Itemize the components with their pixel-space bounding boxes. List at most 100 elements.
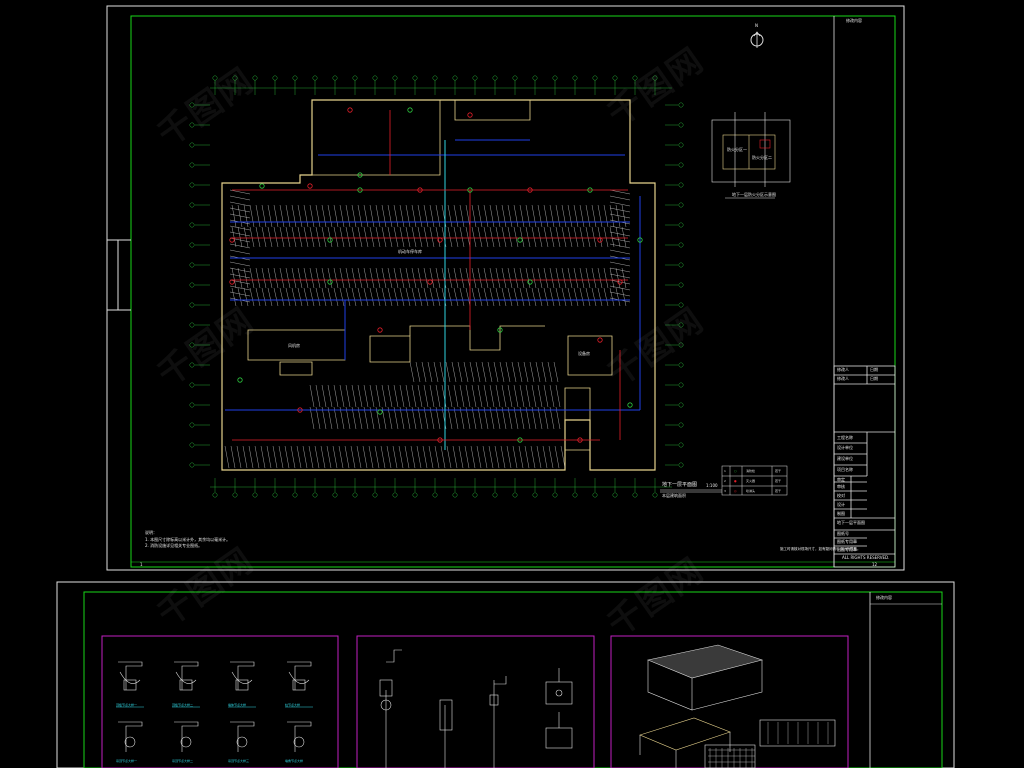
parking-stall-line <box>284 445 290 469</box>
parking-stall-line <box>393 406 399 430</box>
parking-stall-line <box>386 445 392 469</box>
parking-stall-line <box>249 287 255 307</box>
parking-stall-line <box>471 267 477 289</box>
sheet1-frame <box>106 5 905 571</box>
parking-stall-line <box>591 287 597 307</box>
parking-stall-line <box>609 287 615 307</box>
axis-bubble <box>552 492 558 498</box>
detail-sketch <box>175 671 197 684</box>
parking-stall-line <box>585 287 591 307</box>
axis-bubble <box>472 492 478 498</box>
axis-bubble <box>332 75 338 81</box>
drawing-no: 图纸号 <box>837 531 849 536</box>
parking-stall-line <box>505 361 511 383</box>
parking-stall-line <box>451 361 457 383</box>
axis-bubble <box>189 262 195 268</box>
panel-caption-4: 柱节点大样 <box>285 703 301 707</box>
parking-stall-line <box>489 406 495 430</box>
parking-stall-line <box>357 384 363 408</box>
parking-stall-line <box>422 445 428 469</box>
parking-stall-line <box>309 267 315 289</box>
parking-stall-line <box>393 267 399 289</box>
parking-stall-line <box>609 291 631 297</box>
parking-stall-line <box>445 361 451 383</box>
axis-bubble <box>512 492 518 498</box>
hydrant-marker <box>427 279 433 285</box>
axis-bubble <box>372 75 378 81</box>
parking-stall-line <box>435 204 441 228</box>
axis-bubble <box>189 422 195 428</box>
parking-stall-line <box>531 226 537 248</box>
parking-stall-line <box>459 384 465 408</box>
parking-stall-line <box>471 384 477 408</box>
parking-stall-line <box>597 226 603 248</box>
parking-stall-line <box>537 226 543 248</box>
drawing-name: 地下一层平面图 <box>837 520 865 525</box>
title-row-3: 项目名称 <box>837 467 853 472</box>
axis-bubble <box>189 142 195 148</box>
axis-bubble <box>392 492 398 498</box>
parking-stall-line <box>525 287 531 307</box>
detail-sketch <box>235 679 249 691</box>
parking-stall-line <box>429 226 435 248</box>
parking-stall-line <box>525 406 531 430</box>
role-2: 审核 <box>837 484 845 489</box>
parking-stall-line <box>261 287 267 307</box>
parking-stall-line <box>501 406 507 430</box>
detail-sketch <box>230 661 255 690</box>
parking-stall-line <box>369 267 375 289</box>
parking-stall-line <box>296 445 302 469</box>
parking-stall-line <box>465 267 471 289</box>
parking-stall-line <box>302 445 308 469</box>
parking-stall-line <box>363 406 369 430</box>
parking-stall-line <box>477 287 483 307</box>
parking-stall-line <box>609 279 631 285</box>
inset-diagram <box>711 112 791 199</box>
parking-stall-line <box>597 287 603 307</box>
parking-stall-line <box>273 287 279 307</box>
parking-stall-line <box>338 445 344 469</box>
parking-stall-line <box>531 204 537 228</box>
blue-pipes <box>225 139 641 411</box>
hydrant-marker <box>417 187 423 193</box>
parking-stall-line <box>344 445 350 469</box>
parking-stall-line <box>429 384 435 408</box>
parking-stall-line <box>507 406 513 430</box>
axis-bubble <box>189 302 195 308</box>
parking-stall-line <box>615 267 621 289</box>
axis-bubble <box>252 492 258 498</box>
detail-sketch <box>124 736 136 748</box>
parking-stall-line <box>471 226 477 248</box>
detail-sketch <box>287 721 312 752</box>
parking-stall-line <box>261 267 267 289</box>
parking-stall-line <box>465 287 471 307</box>
legend-row-1-desc: 消防栓 <box>746 469 756 473</box>
axis-bubble <box>232 75 238 81</box>
axis-bubble <box>678 402 684 408</box>
parking-stall-line <box>525 267 531 289</box>
parking-stall-line <box>333 406 339 430</box>
axis-bubble <box>189 242 195 248</box>
parking-stall-line <box>297 287 303 307</box>
stamp-line-2: 出图专用章 <box>837 547 857 552</box>
parking-stall-line <box>237 226 243 248</box>
hydrant-marker <box>357 187 363 193</box>
parking-stall-line <box>507 226 513 248</box>
axis-bubble <box>678 362 684 368</box>
parking-stall-line <box>321 226 327 248</box>
parking-stall-line <box>303 204 309 228</box>
parking-stall-line <box>273 204 279 228</box>
parking-stall-line <box>417 384 423 408</box>
parking-stall-line <box>548 445 554 469</box>
parking-stall-line <box>471 204 477 228</box>
axis-bubble <box>452 75 458 81</box>
axis-bubble <box>312 492 318 498</box>
parking-stall-line <box>387 267 393 289</box>
parking-stall-line <box>609 267 631 273</box>
parking-stall-line <box>417 204 423 228</box>
parking-stall-line <box>439 361 445 383</box>
parking-stall-line <box>609 249 631 255</box>
parking-stall-line <box>543 406 549 430</box>
parking-stall-line <box>459 204 465 228</box>
parking-stall-line <box>465 226 471 248</box>
